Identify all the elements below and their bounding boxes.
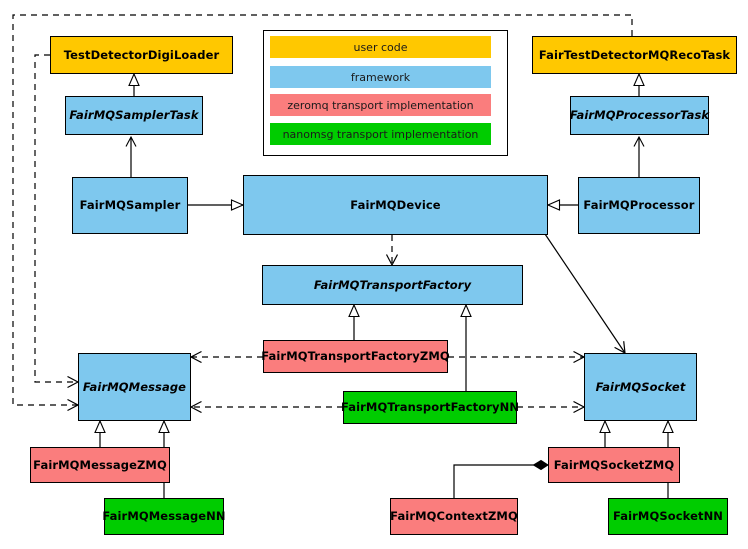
class-node-fairmqsocketnn[interactable]: FairMQSocketNN xyxy=(608,498,728,535)
class-node-testdetectordigiloader[interactable]: TestDetectorDigiLoader xyxy=(50,36,233,74)
legend-item-framework: framework xyxy=(270,66,491,88)
class-node-fairmqmessage[interactable]: FairMQMessage xyxy=(78,353,191,421)
legend-item-user-code: user code xyxy=(270,36,491,58)
class-node-fairmqsamplertask[interactable]: FairMQSamplerTask xyxy=(65,96,203,135)
class-node-fairtestdetectormqrecotask[interactable]: FairTestDetectorMQRecoTask xyxy=(532,36,737,74)
class-node-fairmqcontextzmq[interactable]: FairMQContextZMQ xyxy=(390,498,518,535)
class-node-fairmqtransportfactorynn[interactable]: FairMQTransportFactoryNN xyxy=(341,391,519,424)
class-node-fairmqtransportfactory[interactable]: FairMQTransportFactory xyxy=(262,265,523,305)
edge-digiloader-to-message xyxy=(34,54,78,382)
class-node-fairmqsocketzmq[interactable]: FairMQSocketZMQ xyxy=(548,447,680,483)
class-node-fairmqmessagenn[interactable]: FairMQMessageNN xyxy=(102,498,226,535)
class-node-fairmqsocket[interactable]: FairMQSocket xyxy=(584,353,697,421)
legend-item-zeromq: zeromq transport implementation xyxy=(270,94,491,116)
class-node-fairmqsampler[interactable]: FairMQSampler xyxy=(72,177,188,234)
legend-item-nanomsg: nanomsg transport implementation xyxy=(270,123,491,145)
class-node-fairmqdevice[interactable]: FairMQDevice xyxy=(243,175,548,235)
class-node-fairmqprocessor[interactable]: FairMQProcessor xyxy=(578,177,700,234)
class-node-fairmqprocessortask[interactable]: FairMQProcessorTask xyxy=(570,96,709,135)
class-node-fairmqtransportfactoryzmq[interactable]: FairMQTransportFactoryZMQ xyxy=(261,340,450,373)
class-node-fairmqmessagezmq[interactable]: FairMQMessageZMQ xyxy=(30,447,170,483)
edge-socketzmq-composes-contextzmq xyxy=(453,459,549,498)
edge-recotask-to-message xyxy=(12,14,633,405)
edge-device-to-socket xyxy=(544,233,625,353)
